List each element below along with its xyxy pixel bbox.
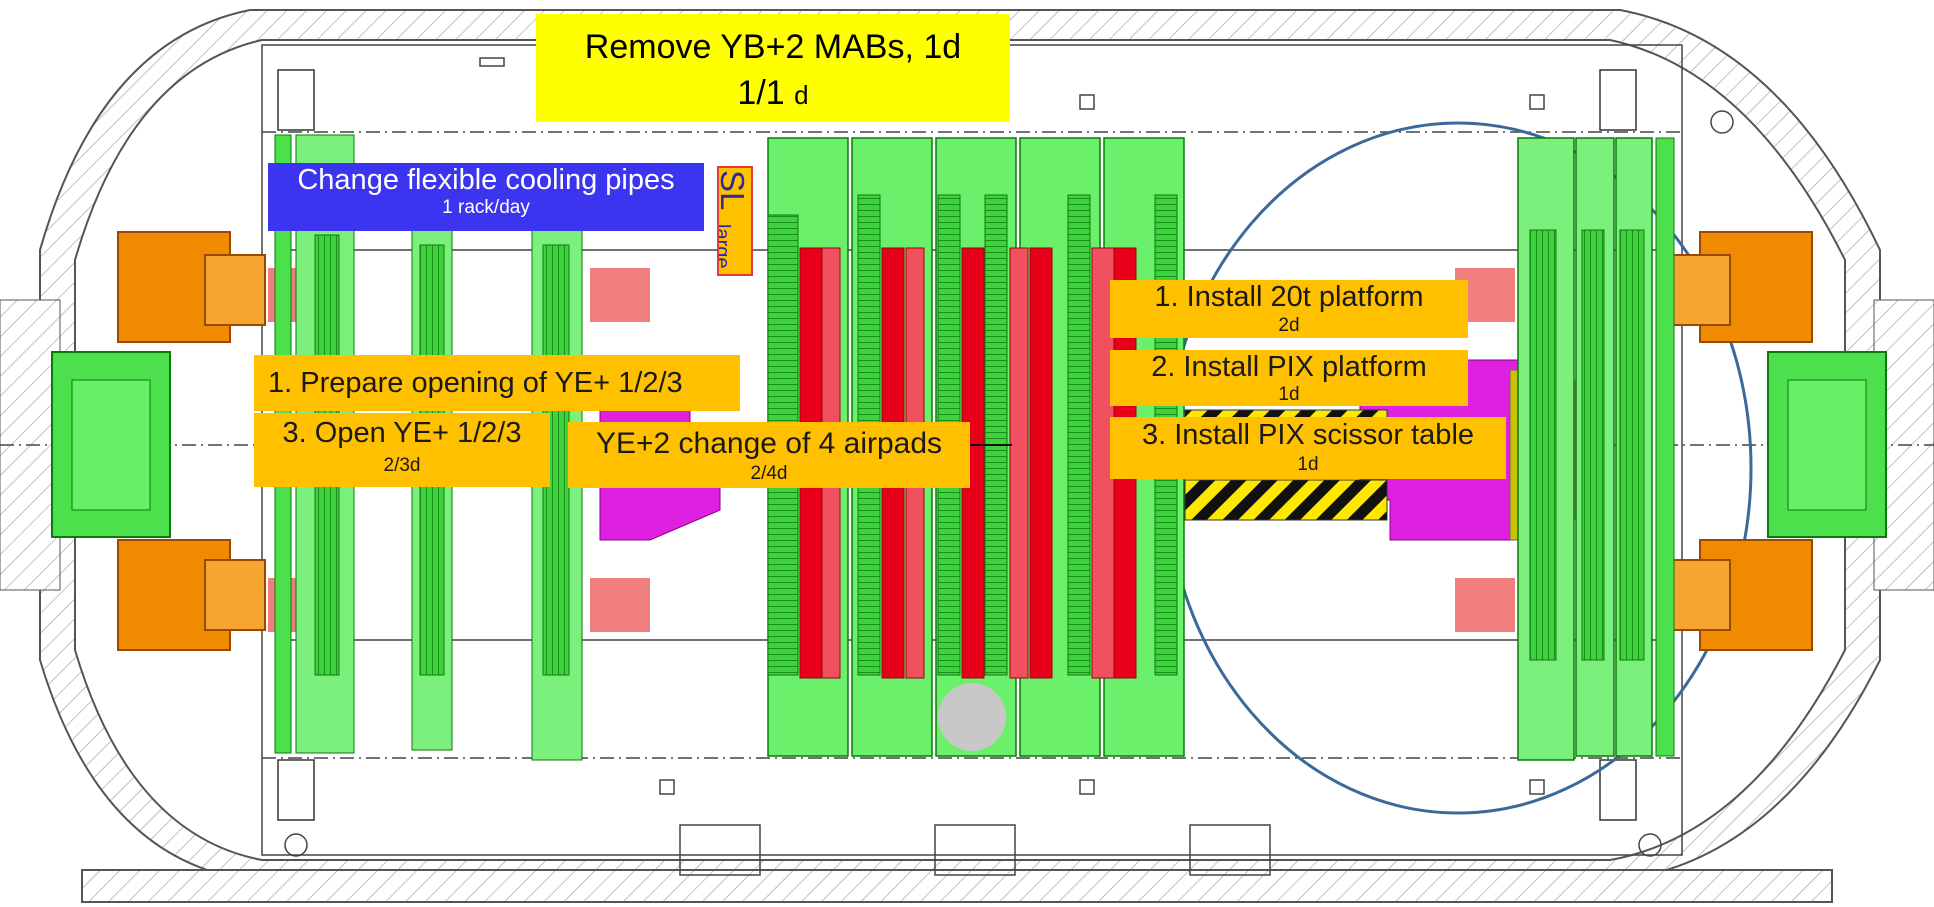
task-install-pix-platform-title: 2. Install PIX platform bbox=[1151, 351, 1427, 383]
task-remove-mabs: Remove YB+2 MABs, 1d 1/1 d bbox=[536, 14, 1010, 122]
task-remove-mabs-duration: 1/1 d bbox=[737, 74, 809, 112]
task-install-20t-platform: 1. Install 20t platform 2d bbox=[1110, 280, 1468, 338]
task-install-pix-scissor-table-title: 3. Install PIX scissor table bbox=[1141, 419, 1475, 451]
task-open-ye-title: 3. Open YE+ 1/2/3 bbox=[282, 417, 522, 449]
task-open-ye-duration: 2/3d bbox=[383, 455, 421, 476]
sl-marker-size: large bbox=[717, 224, 733, 269]
task-change-airpads-title: YE+2 change of 4 airpads bbox=[595, 427, 943, 460]
end-cap-left bbox=[51, 351, 171, 538]
end-cap-right bbox=[1767, 351, 1887, 538]
task-install-pix-scissor-table: 3. Install PIX scissor table 1d bbox=[1110, 417, 1506, 479]
task-cooling-pipes: Change flexible cooling pipes 1 rack/day bbox=[268, 163, 704, 231]
sl-marker-label: SL bbox=[717, 170, 751, 211]
task-prepare-opening-title: 1. Prepare opening of YE+ 1/2/3 bbox=[268, 367, 683, 399]
grey-disc-icon bbox=[938, 683, 1006, 751]
task-open-ye: 3. Open YE+ 1/2/3 2/3d bbox=[254, 413, 550, 487]
task-install-pix-platform: 2. Install PIX platform 1d bbox=[1110, 350, 1468, 406]
right-endcap-disks bbox=[1517, 137, 1675, 761]
task-change-airpads-duration: 2/4d bbox=[750, 463, 788, 484]
task-install-20t-platform-title: 1. Install 20t platform bbox=[1154, 281, 1424, 313]
task-cooling-pipes-title: Change flexible cooling pipes bbox=[297, 164, 675, 196]
task-change-airpads: YE+2 change of 4 airpads 2/4d bbox=[568, 422, 970, 488]
task-prepare-opening: 1. Prepare opening of YE+ 1/2/3 bbox=[254, 355, 740, 411]
task-remove-mabs-title: Remove YB+2 MABs, 1d bbox=[584, 28, 962, 66]
orange-supports bbox=[117, 231, 1813, 651]
crane-rail-icon bbox=[277, 69, 1637, 821]
sl-marker: SL large bbox=[717, 166, 753, 276]
task-cooling-pipes-rate: 1 rack/day bbox=[442, 197, 530, 218]
task-install-pix-scissor-table-duration: 1d bbox=[1297, 454, 1319, 475]
task-install-20t-platform-duration: 2d bbox=[1278, 315, 1300, 336]
task-install-pix-platform-duration: 1d bbox=[1278, 384, 1300, 405]
